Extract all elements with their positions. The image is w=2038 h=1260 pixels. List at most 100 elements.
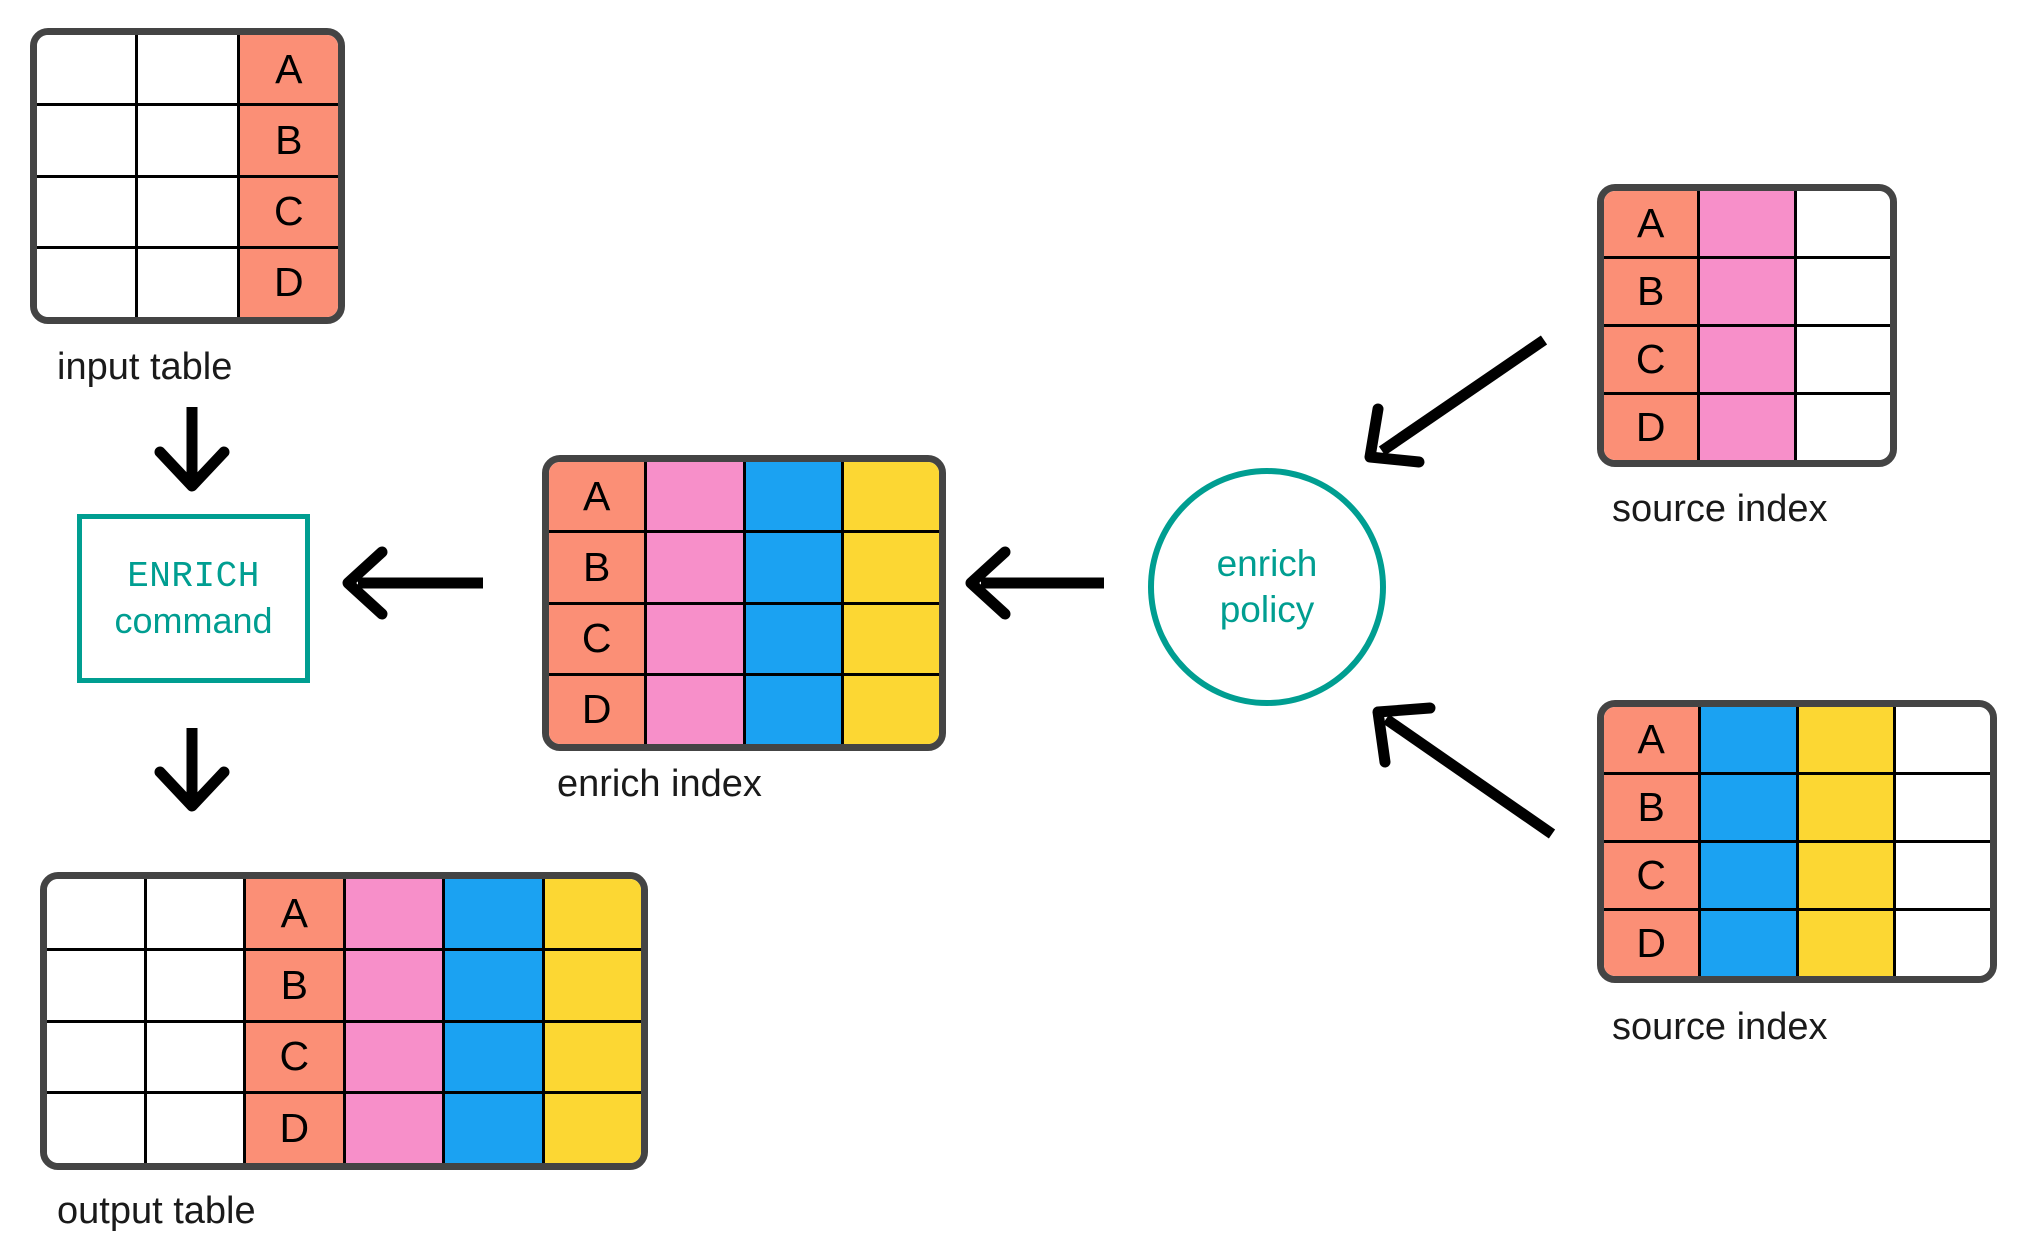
cell-key: D — [243, 1094, 343, 1163]
table-row: D — [47, 1091, 641, 1163]
cell-enriched-yellow — [541, 1094, 641, 1163]
enrich-policy-line1: enrich — [1216, 542, 1318, 584]
cell-enriched-blue — [742, 604, 841, 673]
table-row: D — [37, 245, 338, 317]
table-row: A — [1604, 191, 1890, 256]
cell-enriched-yellow — [541, 879, 641, 948]
enrich-policy-node[interactable]: enrich policy — [1148, 468, 1386, 706]
cell-enriched-blue — [742, 675, 841, 744]
cell-key: B — [1604, 259, 1698, 324]
cell-key: A — [549, 462, 645, 531]
cell-enriched-blue — [1698, 775, 1796, 840]
cell-enriched-yellow — [1795, 775, 1893, 840]
cell-enriched-pink — [644, 533, 743, 602]
cell-blank — [37, 106, 136, 175]
cell-key: D — [1604, 911, 1699, 976]
cell-blank — [135, 177, 237, 246]
table-row: B — [549, 530, 939, 602]
cell-enriched-blue — [442, 1094, 542, 1163]
enrich-command-label: command — [114, 599, 273, 641]
table-row: C — [47, 1019, 641, 1092]
cell-enriched-yellow — [1795, 707, 1893, 772]
cell-enriched-pink — [644, 604, 743, 673]
cell-key: C — [243, 1022, 343, 1092]
cell-blank — [1793, 259, 1890, 324]
cell-blank — [135, 106, 237, 175]
table-row: D — [1604, 908, 1990, 976]
table-row: B — [1604, 772, 1990, 840]
cell-enriched-blue — [1698, 911, 1796, 976]
cell-enriched-pink — [1697, 327, 1794, 392]
input-table: A B C D — [30, 28, 345, 324]
cell-enriched-blue — [742, 462, 841, 531]
cell-enriched-pink — [342, 950, 442, 1020]
cell-enriched-blue — [442, 950, 542, 1020]
cell-enriched-yellow — [840, 462, 939, 531]
arrow-enrich-index-to-command — [342, 546, 483, 620]
table-row: D — [549, 672, 939, 744]
cell-enriched-pink — [342, 1094, 442, 1163]
table-row: A — [1604, 707, 1990, 772]
cell-blank — [1793, 191, 1890, 256]
cell-blank — [47, 1022, 144, 1092]
table-row: B — [47, 947, 641, 1020]
cell-key: B — [243, 950, 343, 1020]
enrich-command-keyword: ENRICH — [127, 555, 260, 597]
cell-blank — [47, 879, 144, 948]
cell-key: A — [236, 35, 338, 104]
cell-enriched-pink — [644, 462, 743, 531]
table-row: A — [47, 879, 641, 948]
table-row: B — [1604, 256, 1890, 324]
cell-key: D — [549, 675, 645, 744]
table-row: C — [549, 601, 939, 673]
cell-enriched-blue — [442, 1022, 542, 1092]
cell-blank — [143, 1094, 243, 1163]
enrich-command-box[interactable]: ENRICH command — [77, 514, 310, 683]
table-row: A — [549, 462, 939, 531]
cell-blank — [37, 35, 136, 104]
arrow-source-index-top-to-policy — [1364, 335, 1548, 468]
source-index-bottom-table: A B C D — [1597, 700, 1997, 983]
cell-enriched-blue — [742, 533, 841, 602]
cell-blank — [37, 248, 136, 317]
arrow-command-to-output — [154, 728, 230, 812]
cell-enriched-yellow — [1795, 911, 1893, 976]
cell-key: C — [1604, 843, 1699, 908]
table-row: C — [1604, 840, 1990, 908]
output-table-caption: output table — [57, 1190, 256, 1232]
cell-enriched-yellow — [1795, 843, 1893, 908]
cell-key: B — [1604, 775, 1699, 840]
cell-blank — [1793, 327, 1890, 392]
enrich-policy-line2: policy — [1219, 589, 1315, 630]
cell-key: B — [549, 533, 645, 602]
source-index-top-table: A B C D — [1597, 184, 1897, 467]
cell-enriched-yellow — [840, 675, 939, 744]
cell-blank — [143, 879, 243, 948]
cell-blank — [143, 1022, 243, 1092]
cell-blank — [135, 248, 237, 317]
cell-enriched-yellow — [840, 533, 939, 602]
output-table: A B C D — [40, 872, 648, 1170]
cell-blank — [1793, 395, 1890, 460]
cell-enriched-blue — [1698, 707, 1796, 772]
table-row: C — [37, 174, 338, 246]
cell-blank — [1892, 775, 1990, 840]
cell-blank — [47, 950, 144, 1020]
table-row: B — [37, 103, 338, 175]
cell-key: D — [1604, 395, 1698, 460]
cell-enriched-pink — [342, 879, 442, 948]
cell-enriched-pink — [342, 1022, 442, 1092]
source-index-bottom-caption: source index — [1612, 1006, 1828, 1048]
source-index-top-caption: source index — [1612, 488, 1828, 530]
table-row: C — [1604, 324, 1890, 392]
cell-key: B — [236, 106, 338, 175]
arrow-source-index-bottom-to-policy — [1372, 702, 1556, 839]
cell-enriched-yellow — [840, 604, 939, 673]
enrich-index-caption: enrich index — [557, 763, 762, 805]
cell-key: C — [236, 177, 338, 246]
table-row: D — [1604, 392, 1890, 460]
cell-enriched-pink — [1697, 395, 1794, 460]
cell-blank — [1892, 843, 1990, 908]
cell-blank — [135, 35, 237, 104]
